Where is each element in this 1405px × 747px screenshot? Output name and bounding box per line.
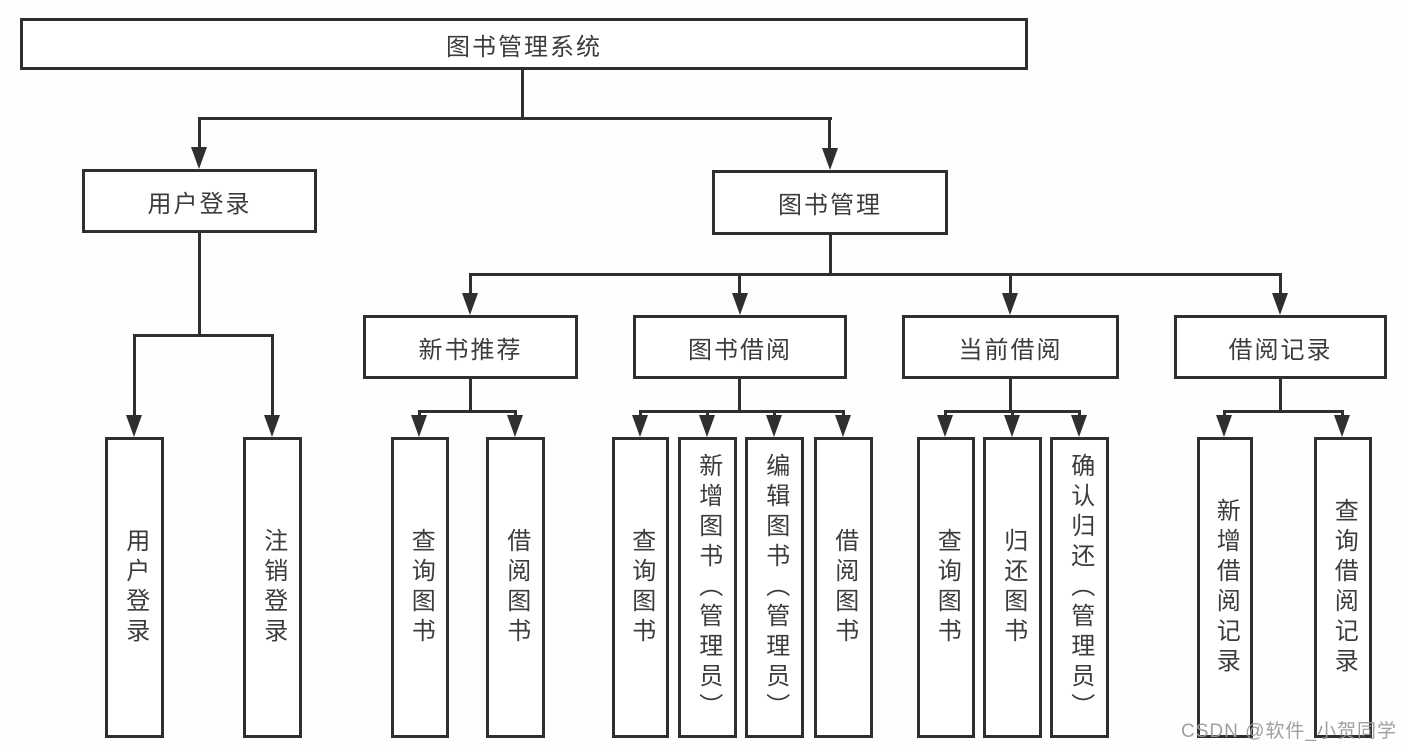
connector-arrow-down-icon (462, 293, 478, 315)
node-book-borrowing: 图书借阅 (633, 315, 847, 379)
connector-arrow-down-icon (835, 415, 851, 437)
connector-arrow-down-icon (937, 415, 953, 437)
connector-line (469, 379, 472, 413)
connector-arrow-down-icon (191, 147, 207, 169)
connector-line (418, 410, 517, 413)
leaf-query-books-current: 查询图书 (917, 437, 975, 738)
connector-arrow-down-icon (1334, 415, 1350, 437)
connector-line (842, 410, 845, 419)
connector-line (738, 273, 741, 295)
connector-arrow-down-icon (126, 415, 142, 437)
connector-line (133, 334, 136, 417)
connector-arrow-down-icon (1071, 415, 1087, 437)
connector-line (469, 273, 472, 295)
connector-arrow-down-icon (264, 415, 280, 437)
connector-arrow-down-icon (1002, 293, 1018, 315)
connector-line (198, 233, 201, 337)
connector-arrow-down-icon (822, 148, 838, 170)
leaf-user-login: 用户登录 (105, 437, 164, 738)
node-book-management: 图书管理 (712, 170, 948, 235)
connector-line (1223, 410, 1344, 413)
connector-arrow-down-icon (766, 415, 782, 437)
connector-line (1279, 273, 1282, 295)
connector-line (944, 410, 947, 419)
connector-line (829, 235, 832, 276)
node-new-book-recommendation: 新书推荐 (363, 315, 578, 379)
leaf-return-books: 归还图书 (983, 437, 1042, 738)
node-current-borrowing: 当前借阅 (902, 315, 1119, 379)
connector-arrow-down-icon (632, 415, 648, 437)
connector-line (418, 410, 421, 419)
connector-arrow-down-icon (507, 415, 523, 437)
connector-line (639, 410, 642, 419)
leaf-logout: 注销登录 (243, 437, 302, 738)
connector-line (1078, 410, 1081, 419)
connector-line (1223, 410, 1226, 419)
leaf-borrow-books-borrowing: 借阅图书 (814, 437, 873, 738)
leaf-add-borrow-record: 新增借阅记录 (1197, 437, 1253, 738)
connector-line (828, 117, 831, 151)
leaf-query-books-recommend: 查询图书 (391, 437, 449, 738)
connector-line (521, 70, 524, 120)
connector-line (271, 334, 274, 417)
node-library-management-system: 图书管理系统 (20, 18, 1028, 70)
connector-line (639, 410, 845, 413)
connector-arrow-down-icon (732, 293, 748, 315)
connector-line (198, 117, 201, 150)
csdn-watermark: CSDN @软件_小贺同学 (1181, 721, 1397, 742)
leaf-borrow-books-recommend: 借阅图书 (486, 437, 545, 738)
connector-line (198, 117, 832, 120)
connector-line (469, 273, 1282, 276)
leaf-query-borrow-record: 查询借阅记录 (1314, 437, 1372, 738)
connector-line (1009, 379, 1012, 413)
connector-line (773, 410, 776, 419)
node-borrowing-records: 借阅记录 (1174, 315, 1387, 379)
connector-arrow-down-icon (1272, 293, 1288, 315)
leaf-add-books-admin: 新增图书（管理员） (678, 437, 737, 738)
leaf-edit-books-admin: 编辑图书（管理员） (745, 437, 804, 738)
connector-arrow-down-icon (699, 415, 715, 437)
connector-arrow-down-icon (1004, 415, 1020, 437)
connector-line (706, 410, 709, 419)
leaf-query-books-borrowing: 查询图书 (612, 437, 669, 738)
leaf-confirm-return-admin: 确认归还（管理员） (1050, 437, 1109, 738)
connector-line (1279, 379, 1282, 413)
connector-line (1011, 410, 1014, 419)
connector-line (738, 379, 741, 413)
connector-line (514, 410, 517, 419)
connector-arrow-down-icon (411, 415, 427, 437)
connector-line (133, 334, 274, 337)
connector-line (1341, 410, 1344, 419)
connector-line (1009, 273, 1012, 295)
connector-arrow-down-icon (1216, 415, 1232, 437)
node-user-login: 用户登录 (82, 169, 317, 233)
